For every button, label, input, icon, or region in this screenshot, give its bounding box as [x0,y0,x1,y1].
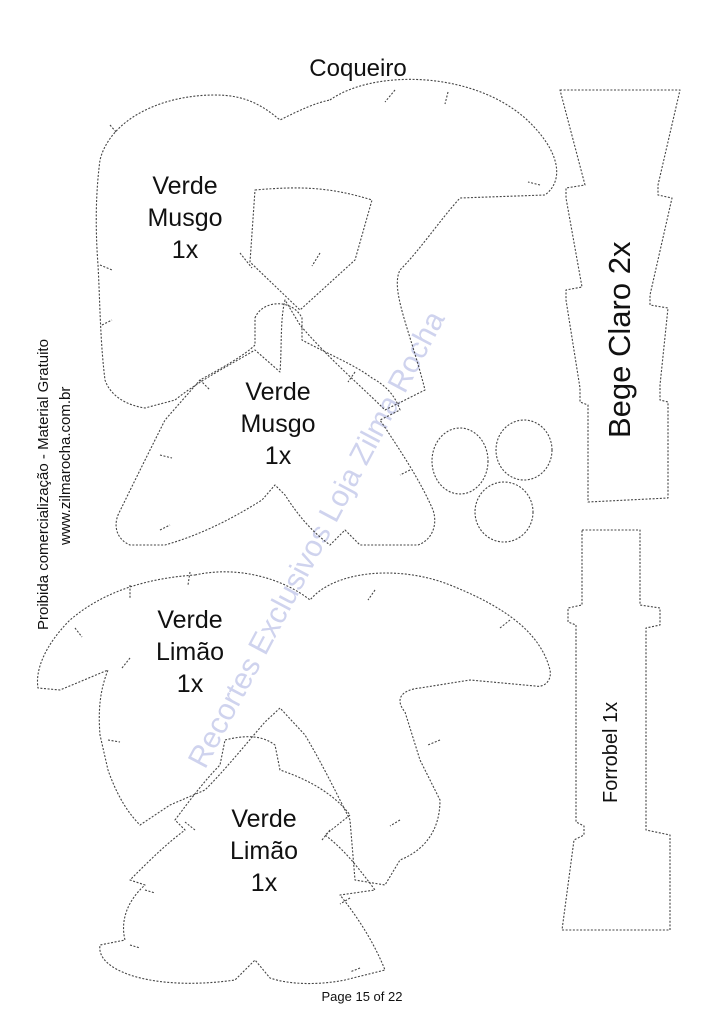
coconut-piece [474,481,534,543]
coconut-piece [495,419,553,481]
leaf-label-line: 1x [172,236,199,264]
leaf-label-line: 1x [265,442,292,470]
trunk-piece-upper: Bege Claro 2x [559,89,681,503]
side-text-notice: Proibida comercialização - Material Grat… [35,339,52,630]
page-number: Page 15 of 22 [322,989,403,1004]
leaf-piece-bottom: Verde Limão 1x [99,736,386,985]
trunk-label: Forrobel 1x [600,702,622,803]
leaf-label-line: Musgo [147,204,222,232]
trunk-piece-lower: Forrobel 1x [561,529,671,931]
page-title: Coqueiro [309,55,406,82]
leaf-label-line: 1x [251,869,278,897]
leaf-piece-lower-left: Verde Limão 1x [36,571,551,886]
leaf-label-line: Verde [152,172,217,200]
leaf-piece-middle: Verde Musgo 1x [115,303,436,546]
side-text-website: www.zilmarocha.com.br [57,387,74,546]
leaf-label-line: Musgo [240,410,315,438]
leaf-label-line: Verde [157,606,222,634]
watermark-text: Recortes Exclusivos Loja Zilma Rocha [182,306,452,774]
leaf-label-line: 1x [177,670,204,698]
leaf-label-line: Verde [231,805,296,833]
leaf-label-line: Verde [245,378,310,406]
leaf-piece-top: Verde Musgo 1x [95,78,558,411]
leaf-label-line: Limão [230,837,298,865]
coconut-piece [431,427,489,495]
leaf-label-line: Limão [156,638,224,666]
trunk-label: Bege Claro 2x [602,241,637,438]
